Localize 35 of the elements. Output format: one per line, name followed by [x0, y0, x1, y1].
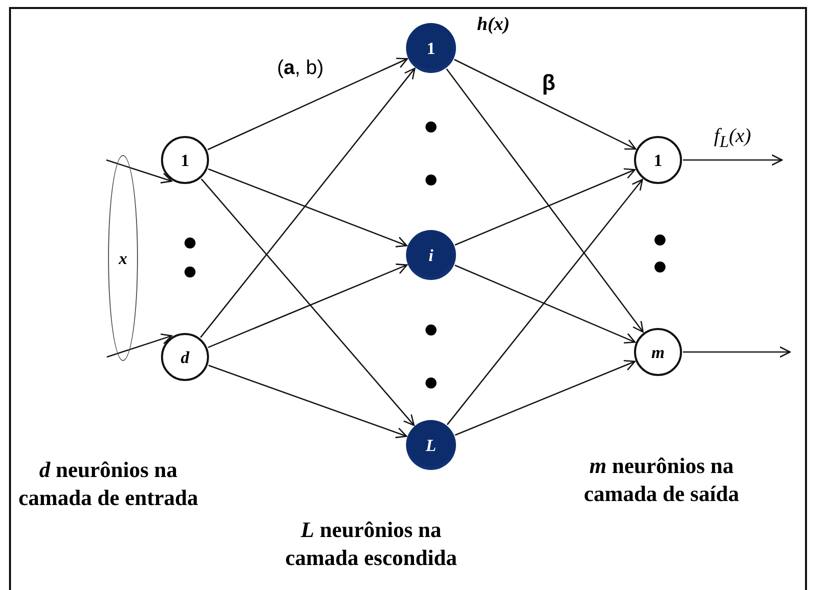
hidden-neuron [406, 23, 456, 73]
arrow [454, 168, 636, 246]
arrow [208, 364, 408, 438]
output-neuron [634, 328, 682, 376]
layer-caption: L neurônios na camada escondida [284, 516, 458, 571]
arrow [454, 264, 636, 344]
neuron-label: i [428, 246, 434, 264]
arrow [106, 159, 172, 184]
output-neuron [634, 136, 682, 184]
hidden-neuron [406, 420, 456, 470]
neuron-label: d [180, 348, 190, 366]
arrow [454, 360, 636, 436]
arrow [208, 168, 408, 248]
arrow [683, 346, 791, 358]
arrow [200, 178, 415, 426]
arrow [683, 154, 783, 166]
function-label: h(x) [477, 14, 510, 36]
input-neuron [161, 136, 209, 184]
layer-caption: m neurônios na camada de saída [582, 452, 740, 507]
neuron-label: x [118, 250, 128, 266]
arrow [454, 58, 636, 150]
neuron-label: 1 [180, 152, 190, 168]
arrow [446, 178, 644, 426]
hidden-neuron [406, 230, 456, 280]
neuron-label: 1 [426, 40, 436, 56]
arrow [106, 334, 172, 358]
input-neuron [161, 333, 209, 381]
neuron-label: m [651, 344, 665, 360]
arrow [207, 58, 408, 150]
arrow [446, 68, 644, 333]
layer-caption: d neurônios na camada de entrada [18, 456, 200, 511]
neuron-label: L [426, 436, 436, 454]
input-ellipse [108, 155, 138, 361]
arrow [208, 264, 408, 348]
neuron-label: 1 [654, 152, 662, 168]
